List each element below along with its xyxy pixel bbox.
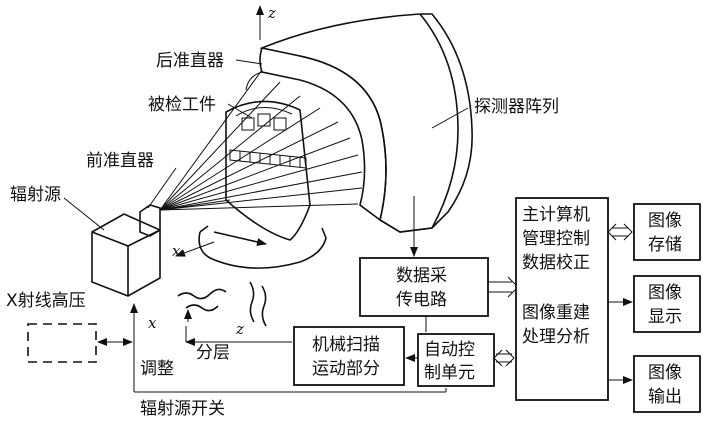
daq-line2: 传电路 <box>396 290 447 310</box>
axis-x-lower: x <box>148 314 157 332</box>
data-acquisition-block <box>359 257 489 317</box>
mech-line1: 机械扫描 <box>312 335 380 355</box>
xray-fan-beam <box>159 69 363 211</box>
axis-x-upper: x <box>172 242 181 260</box>
auto-line2: 制单元 <box>424 363 475 383</box>
main-line2: 管理控制 <box>522 229 590 249</box>
rear-collimator-label: 后准直器 <box>156 51 224 71</box>
main-line4: 图像重建 <box>522 303 590 323</box>
image-display-block <box>633 275 701 333</box>
turntable <box>198 225 327 269</box>
daq-line1: 数据采 <box>396 266 447 286</box>
radiation-source-label: 辐射源 <box>10 185 61 205</box>
detector-array-label: 探测器阵列 <box>474 97 559 117</box>
display-line1: 图像 <box>648 283 682 303</box>
main-line1: 主计算机 <box>522 205 590 225</box>
leader-lines <box>63 59 469 231</box>
mech-line2: 运动部分 <box>312 359 380 379</box>
adjust-label: 调整 <box>140 359 174 379</box>
inspected-workpiece <box>225 100 311 241</box>
radiation-source-box <box>91 213 161 297</box>
xray-hv-label: X射线高压 <box>6 291 86 311</box>
image-output-block <box>633 355 701 413</box>
main-line3: 数据校正 <box>522 253 590 273</box>
image-storage-block <box>633 203 701 261</box>
axis-z-top: z <box>267 4 276 22</box>
display-line2: 显示 <box>648 307 682 327</box>
main-line5: 处理分析 <box>522 327 590 347</box>
main-computer-block <box>515 197 609 401</box>
detector-array <box>259 13 473 233</box>
store-line1: 图像 <box>648 211 682 231</box>
store-line2: 存储 <box>648 235 682 255</box>
output-line1: 图像 <box>648 363 682 383</box>
motion-indicators <box>177 281 267 327</box>
output-line2: 输出 <box>648 387 682 407</box>
inspected-workpiece-label: 被检工件 <box>148 95 216 115</box>
auto-line1: 自动控 <box>424 340 475 360</box>
front-collimator-label: 前准直器 <box>86 151 154 171</box>
auto-control-block <box>417 333 495 387</box>
layering-label: 分层 <box>196 343 230 363</box>
xray-hv-box <box>27 323 97 363</box>
mechanical-scan-block <box>293 326 405 386</box>
source-switch-label: 辐射源开关 <box>140 399 225 419</box>
axis-z-lower: z <box>235 320 244 338</box>
